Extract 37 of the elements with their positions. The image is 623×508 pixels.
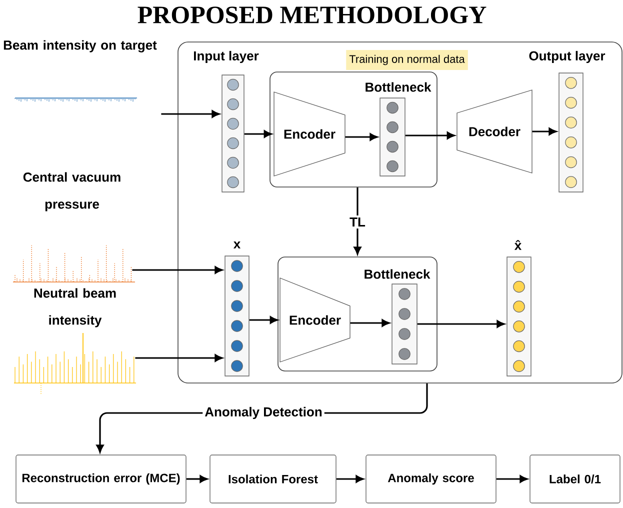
highlight-note: Training on normal data (346, 50, 468, 70)
arrow (161, 110, 220, 118)
arrow (249, 316, 278, 324)
arrow (496, 475, 528, 483)
layer-label: Bottleneck (366, 82, 432, 92)
title: PROPOSED METHODOLOGY (138, 6, 486, 24)
input-signal-label: Beam intensity on target (4, 40, 157, 52)
panel-box (270, 72, 438, 188)
arrow (244, 130, 272, 138)
arrow (186, 475, 208, 483)
panel-box (178, 42, 622, 384)
arrow (135, 354, 223, 362)
process-box: Reconstruction error (MCE) (16, 454, 186, 504)
arrow (417, 320, 505, 328)
arrow (132, 266, 223, 274)
input-signal-label: Central vacuum pressure (23, 172, 120, 212)
layer-label: Bottleneck (364, 269, 430, 279)
layer-label: x (233, 242, 241, 248)
encoder-trapezoid: Encoder (280, 278, 350, 362)
arrow (405, 132, 455, 140)
arrow (354, 187, 362, 255)
layer-label: x̂ (514, 240, 522, 250)
decoder-trapezoid: Decoder (456, 90, 532, 174)
panel-box (278, 256, 438, 372)
layer-label: Input layer (194, 50, 259, 64)
arrow (532, 128, 557, 136)
edge-label: TL (348, 216, 368, 228)
encoder-trapezoid: Encoder (274, 92, 346, 176)
input-signal-label: Neutral beam intensity (34, 288, 116, 328)
process-box: Label 0/1 (530, 454, 620, 504)
layer-label: Output layer (529, 50, 606, 64)
edge-label: Anomaly Detection (202, 404, 324, 422)
arrow (350, 319, 390, 327)
process-box: Anomaly score (366, 454, 496, 504)
arrow (336, 475, 364, 483)
arrow (345, 133, 378, 141)
process-box: Isolation Forest (210, 454, 336, 504)
